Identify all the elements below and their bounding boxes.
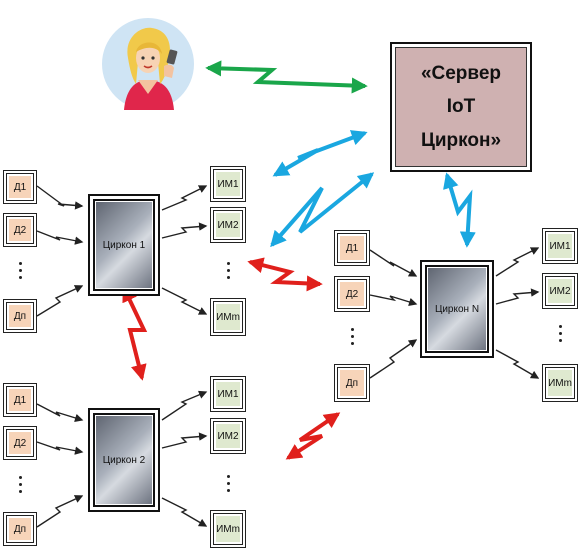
sensor-block: Дп — [3, 512, 37, 546]
sensor-block: Д2 — [3, 213, 37, 247]
controller-2: Циркон 2 — [88, 408, 160, 512]
peer-link-1-n — [247, 257, 323, 292]
server-link-a — [272, 130, 368, 177]
sensor-block: Дп — [3, 299, 37, 333]
server-link-b — [270, 172, 375, 248]
sensor-block: Д1 — [3, 170, 37, 204]
actuator-block: ИМ1 — [210, 376, 246, 412]
ellipsis-dots — [17, 262, 23, 283]
iot-server-box: «Сервер IoT Циркон» — [390, 42, 532, 172]
actuator-block: ИМm — [210, 298, 246, 336]
actuator-block: ИМm — [210, 510, 246, 548]
ellipsis-dots — [349, 328, 355, 349]
controller-1: Циркон 1 — [88, 194, 160, 296]
user-server-link — [205, 60, 368, 94]
sensor-block: Д2 — [3, 426, 37, 460]
actuator-block: ИМ1 — [542, 228, 578, 264]
controller-n-label: Циркон N — [428, 268, 486, 350]
actuator-block: ИМ2 — [542, 273, 578, 309]
server-link-n — [443, 172, 476, 248]
user-avatar-icon — [102, 18, 194, 110]
peer-link-2-n — [285, 412, 341, 460]
server-label: «Сервер IoT Циркон» — [420, 63, 502, 151]
ellipsis-dots — [17, 476, 23, 497]
ellipsis-dots — [557, 325, 563, 346]
actuator-block: ИМ2 — [210, 418, 246, 454]
controller-n: Циркон N — [420, 260, 494, 358]
sensor-block: Дп — [334, 364, 370, 402]
controller-1-label: Циркон 1 — [96, 202, 152, 288]
actuator-block: ИМm — [542, 364, 578, 402]
sensor-block: Д1 — [334, 230, 370, 266]
ellipsis-dots — [225, 262, 231, 283]
actuator-block: ИМ2 — [210, 207, 246, 243]
peer-link-1-2 — [122, 285, 148, 381]
ellipsis-dots — [225, 475, 231, 496]
controller-2-label: Циркон 2 — [96, 416, 152, 504]
actuator-block: ИМ1 — [210, 166, 246, 202]
sensor-block: Д1 — [3, 383, 37, 417]
sensor-block: Д2 — [334, 276, 370, 312]
